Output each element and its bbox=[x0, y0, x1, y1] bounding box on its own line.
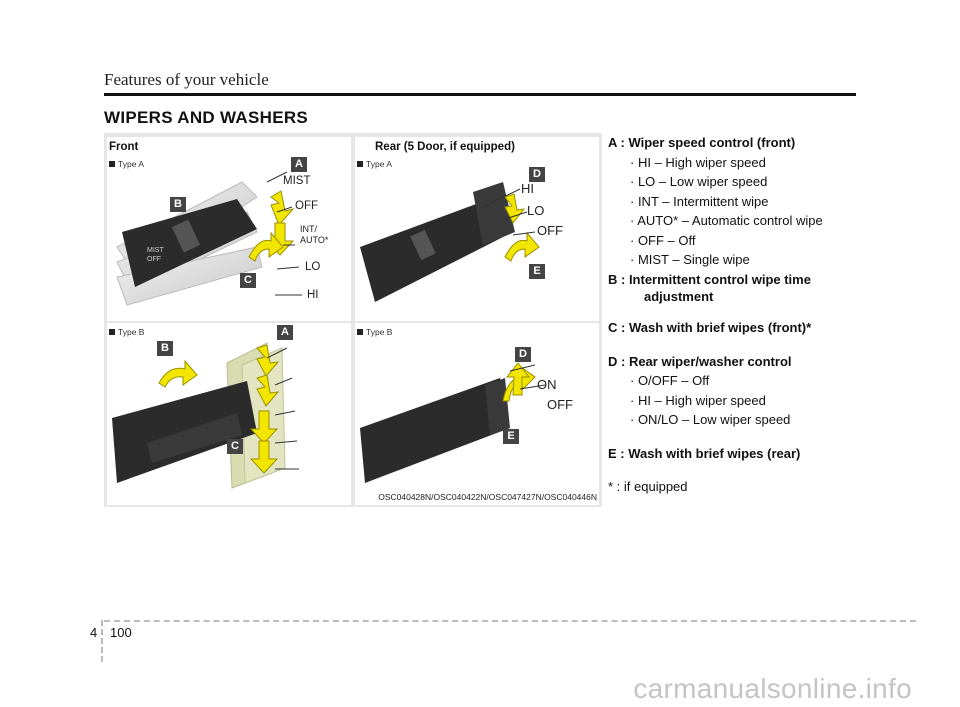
legend-e-title: E : Wash with brief wipes (rear) bbox=[608, 444, 908, 464]
rear-lo-label: LO bbox=[527, 203, 544, 218]
callout-e: E bbox=[529, 264, 545, 279]
rear-type-b-illustration bbox=[355, 323, 599, 505]
callout-c: C bbox=[240, 273, 256, 288]
legend-c-title: C : Wash with brief wipes (front)* bbox=[608, 318, 908, 338]
auto-text: AUTO* bbox=[300, 235, 328, 246]
type-b-label: Type B bbox=[109, 327, 144, 337]
svg-text:OFF: OFF bbox=[147, 256, 161, 263]
callout-b: B bbox=[170, 197, 186, 212]
legend-a-item: · INT – Intermittent wipe bbox=[608, 192, 908, 212]
mist-label: MIST bbox=[283, 175, 310, 187]
running-header: Features of your vehicle bbox=[104, 70, 269, 90]
image-code: OSC040428N/OSC040422N/OSC047427N/OSC0404… bbox=[378, 492, 597, 502]
panel-front-type-b: Type B A B C bbox=[107, 323, 351, 505]
type-b-text: Type B bbox=[118, 327, 144, 337]
callout-d: D bbox=[529, 167, 545, 182]
footer-rule bbox=[104, 620, 916, 622]
rear-label: Rear (5 Door, if equipped) bbox=[375, 141, 515, 153]
callout-e-type-b: E bbox=[503, 429, 519, 444]
legend-a-item: · HI – High wiper speed bbox=[608, 153, 908, 173]
rear-off-label: OFF bbox=[537, 223, 563, 238]
svg-text:MIST: MIST bbox=[147, 247, 164, 254]
legend-a-item: · LO – Low wiper speed bbox=[608, 172, 908, 192]
type-a-label: Type A bbox=[109, 159, 144, 169]
legend-a-item: · OFF – Off bbox=[608, 231, 908, 251]
rear-on-label: ON bbox=[537, 377, 557, 392]
bullet-square-icon bbox=[109, 161, 115, 167]
panel-rear-type-a: Rear (5 Door, if equipped) Type A D E HI… bbox=[355, 137, 599, 321]
wiper-figure: MIST OFF Front Type A A B C MIST OFF INT… bbox=[104, 133, 602, 507]
callout-b-type-b: B bbox=[157, 341, 173, 356]
callout-a-type-b: A bbox=[277, 325, 293, 340]
type-a-text: Type A bbox=[118, 159, 144, 169]
legend-d-item: · HI – High wiper speed bbox=[608, 391, 908, 411]
legend-a-item: · MIST – Single wipe bbox=[608, 250, 908, 270]
header-rule bbox=[104, 93, 856, 96]
rear-type-a-label: Type A bbox=[357, 159, 392, 169]
page-number: 100 bbox=[110, 625, 132, 640]
legend-b-title: B : Intermittent control wipe time bbox=[608, 270, 908, 290]
legend-a-item: · AUTO* – Automatic control wipe bbox=[608, 211, 908, 231]
int-text: INT/ bbox=[300, 224, 328, 235]
front-type-b-illustration bbox=[107, 323, 351, 505]
legend-b-title-cont: adjustment bbox=[608, 289, 908, 304]
rear-type-b-label: Type B bbox=[357, 327, 392, 337]
bullet-square-icon bbox=[109, 329, 115, 335]
watermark[interactable]: carmanualsonline.info bbox=[633, 673, 912, 705]
legend-d-item: · O/OFF – Off bbox=[608, 371, 908, 391]
section-title: WIPERS AND WASHERS bbox=[104, 108, 308, 128]
legend-a-title: A : Wiper speed control (front) bbox=[608, 133, 908, 153]
int-auto-label: INT/AUTO* bbox=[300, 224, 328, 246]
lo-label: LO bbox=[305, 261, 320, 273]
section-number: 4 bbox=[90, 625, 97, 640]
footnote: * : if equipped bbox=[608, 477, 908, 497]
rear-type-b-text: Type B bbox=[366, 327, 392, 337]
legend-d-item: · ON/LO – Low wiper speed bbox=[608, 410, 908, 430]
rear-hi-label: HI bbox=[521, 181, 534, 196]
rear-off-label-b: OFF bbox=[547, 397, 573, 412]
callout-d-type-b: D bbox=[515, 347, 531, 362]
callout-c-type-b: C bbox=[227, 439, 243, 454]
panel-rear-type-b: Type B D E ON OFF OSC040428N/OSC040422N/… bbox=[355, 323, 599, 505]
front-label: Front bbox=[109, 141, 138, 153]
callout-a: A bbox=[291, 157, 307, 172]
off-label: OFF bbox=[295, 200, 318, 212]
rear-type-a-text: Type A bbox=[366, 159, 392, 169]
legend-d-title: D : Rear wiper/washer control bbox=[608, 352, 908, 372]
hi-label: HI bbox=[307, 289, 319, 301]
bullet-square-icon bbox=[357, 329, 363, 335]
footer-divider bbox=[101, 620, 103, 662]
legend: A : Wiper speed control (front) · HI – H… bbox=[608, 133, 908, 497]
bullet-square-icon bbox=[357, 161, 363, 167]
panel-front-type-a: MIST OFF Front Type A A B C MIST OFF INT… bbox=[107, 137, 351, 321]
